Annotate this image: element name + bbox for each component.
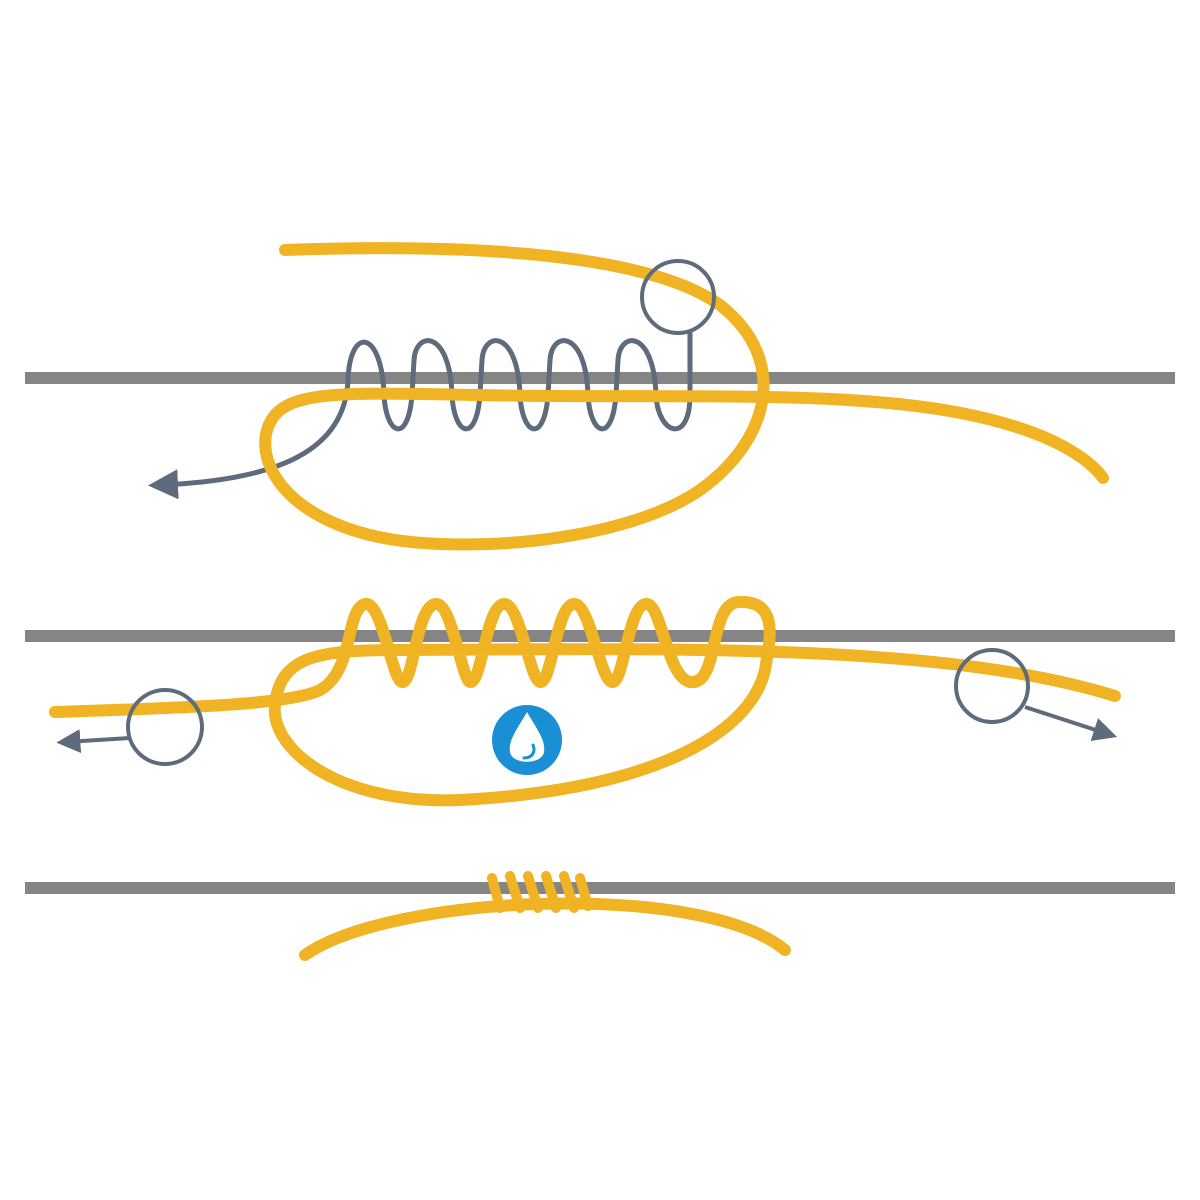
step-1-tag-end-wraps (148, 330, 693, 500)
step-2 (25, 596, 1175, 807)
step-1-marker-circle-icon (640, 259, 716, 335)
step-3 (25, 871, 1175, 961)
step-2-right-marker-circle-icon (954, 648, 1030, 724)
step-2-tag-line (49, 596, 1121, 807)
water-drop-icon (492, 705, 562, 775)
step-1-tag-line (259, 242, 1109, 551)
step-2-right-arrow-icon (1024, 705, 1118, 741)
step-3-tag-line (299, 897, 791, 961)
step-2-left-marker-circle-icon (126, 688, 204, 766)
step-1 (25, 242, 1175, 551)
step-3-finished-knot (487, 871, 593, 913)
step-2-left-arrow-icon (56, 729, 131, 754)
